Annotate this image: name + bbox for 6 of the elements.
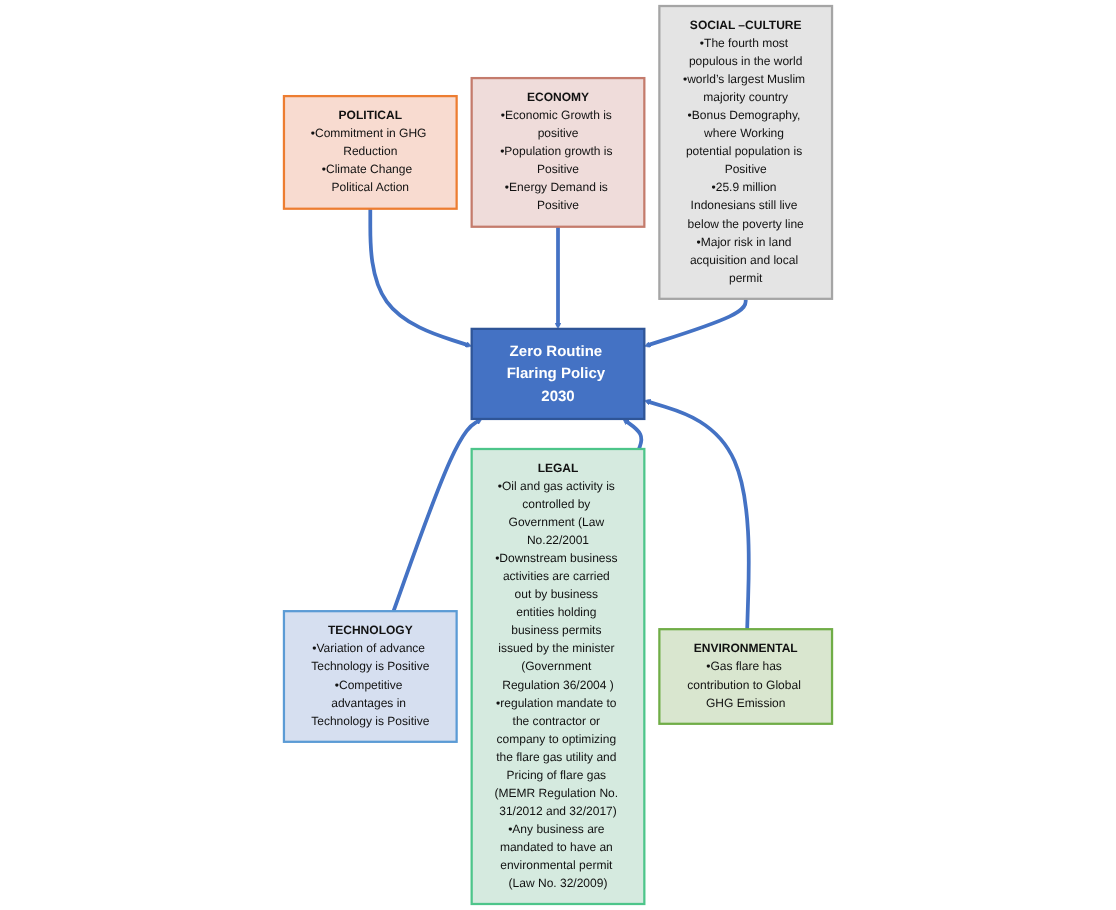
- arrow: [644, 399, 751, 630]
- arrow: [391, 418, 483, 612]
- arrow: [368, 208, 472, 348]
- arrow: [554, 226, 562, 330]
- arrow: [622, 418, 644, 450]
- arrow: [644, 298, 748, 348]
